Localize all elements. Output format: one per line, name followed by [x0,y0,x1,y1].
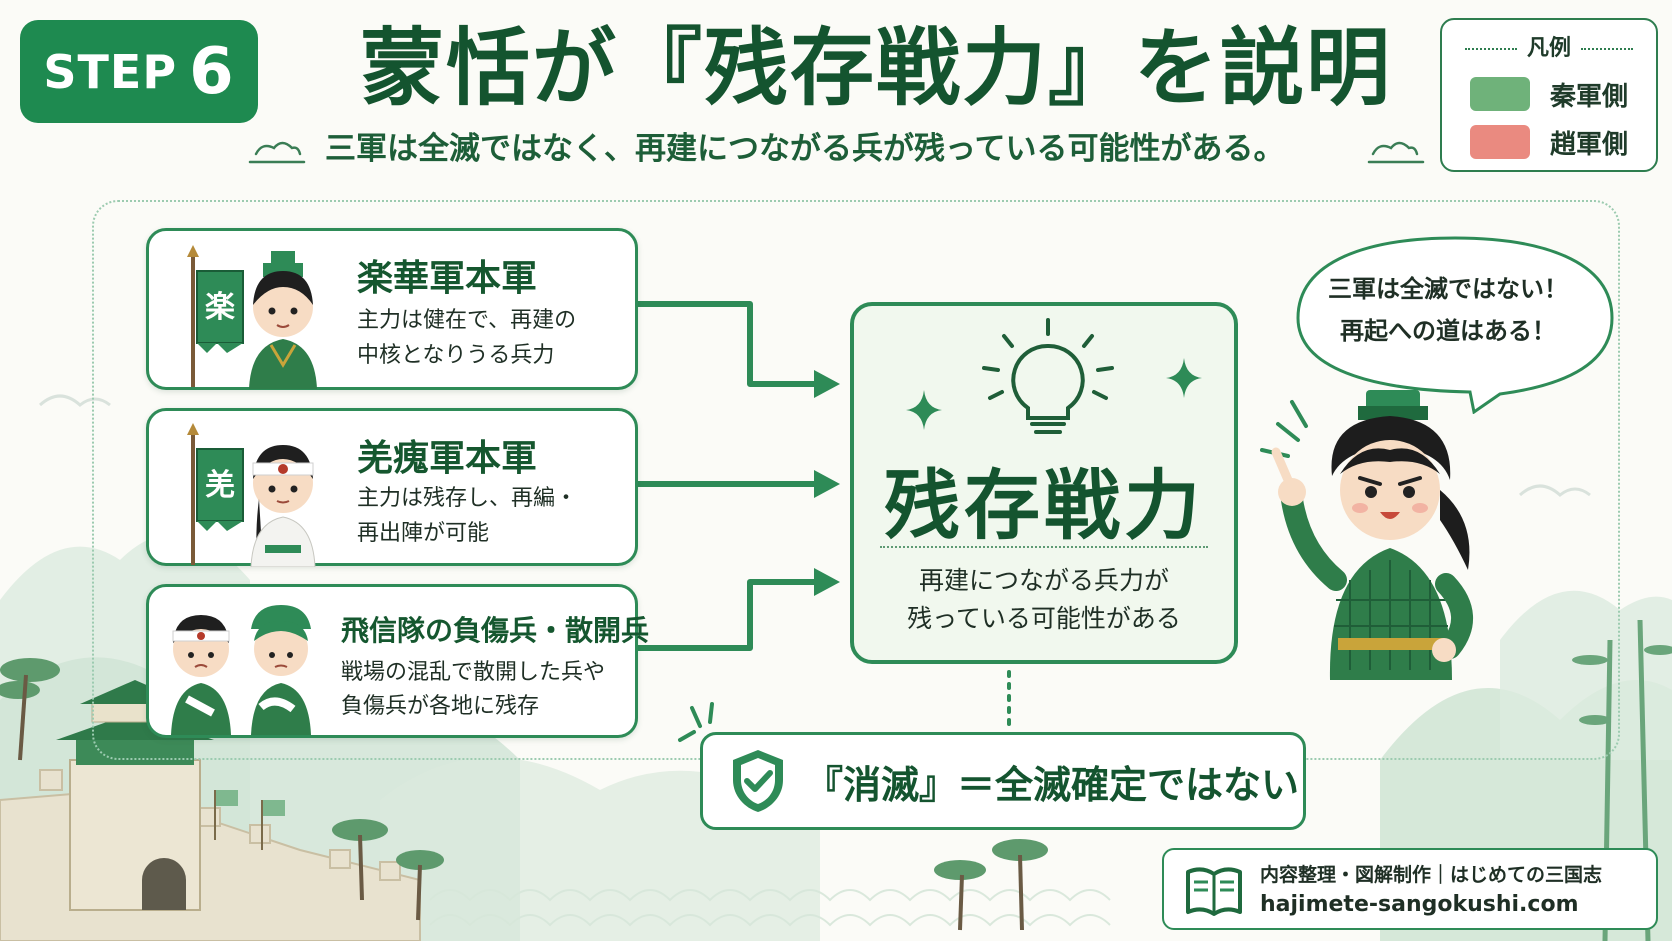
conclusion-box: 『消滅』＝全滅確定ではない [700,732,1306,830]
card1-banner-char: 楽 [205,290,235,325]
sparkle-right-icon [1166,358,1202,398]
shield-check-icon [733,750,783,812]
legend: 凡例 秦軍側 趙軍側 [1440,18,1658,172]
remaining-forces-title: 残存戦力 [884,461,1204,550]
kyokai-banner-character-icon: 羌 [187,423,316,567]
card1-desc-line1: 主力は健在で、再建の [357,308,577,333]
book-icon [1186,867,1242,916]
page-title: 蒙恬が『残存戦力』を説明 [360,19,1393,117]
cloud-ornament-right-icon [1367,141,1425,164]
legend-label-qin: 秦軍側 [1550,81,1629,112]
rakuka-banner-character-icon: 楽 [187,245,317,389]
card-rakuka-army: 楽 楽華軍本軍 主力は健在で、再建の 中核となりうる兵力 [146,228,638,390]
card2-banner-char: 羌 [205,468,235,503]
legend-item-qin: 秦軍側 [1470,74,1628,114]
card-kyokai-army: 羌 羌瘣軍本軍 主力は残存し、再編・ 再出陣が可能 [146,408,638,567]
card-hishin-unit: 飛信隊の負傷兵・散開兵 戦場の混乱で散開した兵や 負傷兵が各地に残存 [146,584,649,738]
legend-label-zhao: 趙軍側 [1550,129,1629,160]
step-badge: STEP 6 [20,20,258,123]
center-desc-line1: 再建につながる兵力が [918,566,1169,595]
cloud-ornament-left-icon [248,141,306,164]
card2-desc-line2: 再出陣が可能 [357,521,490,546]
lightbulb-icon [982,318,1114,434]
remaining-forces-box: 残存戦力 再建につながる兵力が 残っている可能性がある [850,302,1238,664]
credit-url: hajimete-sangokushi.com [1260,892,1579,917]
legend-swatch-zhao [1470,125,1530,159]
legend-item-zhao: 趙軍側 [1470,122,1628,162]
mouten-character-icon [1260,390,1474,680]
credit-box: 内容整理・図解制作｜はじめての三国志 hajimete-sangokushi.c… [1162,848,1658,930]
step-label: STEP [43,44,178,99]
card1-desc-line2: 中核となりうる兵力 [357,343,555,368]
emphasis-lines-icon [678,702,714,742]
legend-swatch-qin [1470,77,1530,111]
legend-title: 凡例 [1442,30,1656,62]
card2-title: 羌瘣軍本軍 [357,438,538,479]
bubble-line1: 三軍は全滅ではない！ [1328,275,1568,303]
center-divider [880,546,1208,548]
card2-desc-line1: 主力は残存し、再編・ [357,486,578,511]
card1-title: 楽華軍本軍 [357,258,538,299]
speech-bubble [1296,236,1614,414]
credit-text: 内容整理・図解制作｜はじめての三国志 [1260,864,1603,886]
speech-bubble-text: 三軍は全滅ではない！ 再起への道はある！ [1298,268,1598,352]
sparkle-left-icon [906,390,942,430]
card3-desc-line2: 負傷兵が各地に残存 [341,694,540,719]
center-desc-line2: 残っている可能性がある [907,604,1181,633]
step-number: 6 [189,34,235,109]
conclusion-text: 『消滅』＝全滅確定ではない [805,762,1300,807]
remaining-forces-desc: 再建につながる兵力が 残っている可能性がある [854,562,1234,638]
wounded-soldiers-icon [171,605,311,735]
subtitle: 三軍は全滅ではなく、再建につながる兵が残っている可能性がある。 [325,131,1285,167]
card3-title: 飛信隊の負傷兵・散開兵 [341,614,650,647]
bubble-line2: 再起への道はある！ [1340,317,1556,345]
card3-desc-line1: 戦場の混乱で散開した兵や [341,660,606,685]
